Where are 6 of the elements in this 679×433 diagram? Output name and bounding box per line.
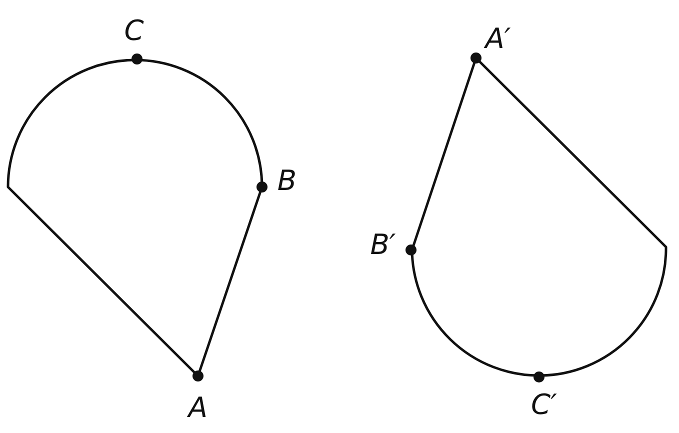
point-label: A′ bbox=[485, 25, 511, 53]
point-label: C bbox=[124, 17, 144, 45]
point-label: B′ bbox=[370, 231, 396, 259]
point-label: C′ bbox=[531, 391, 557, 419]
point-label: B bbox=[277, 167, 297, 195]
point-label: A bbox=[188, 394, 208, 422]
